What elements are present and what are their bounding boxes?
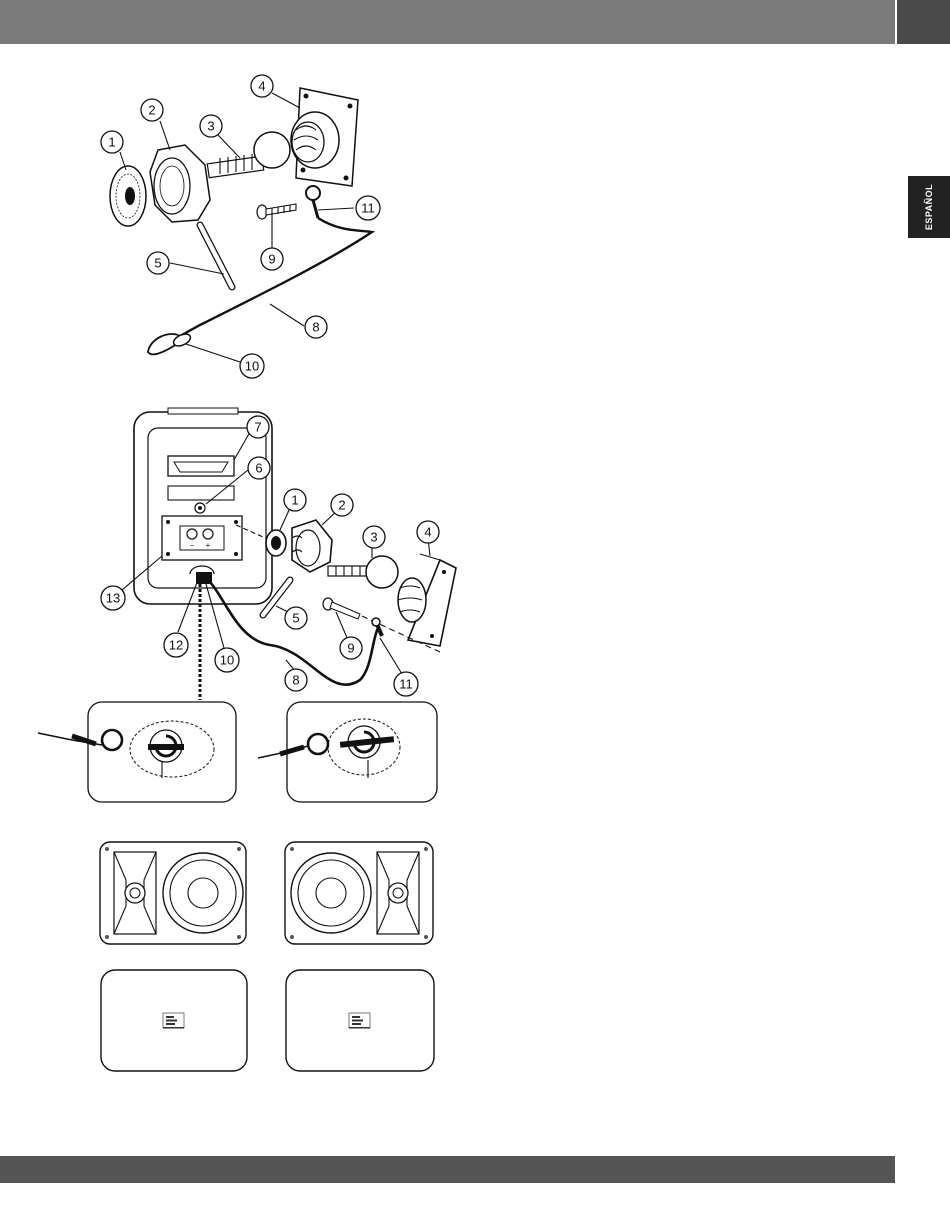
tether-detail-left bbox=[38, 702, 236, 802]
callout-10: 10 bbox=[240, 354, 264, 378]
svg-text:11: 11 bbox=[361, 201, 375, 216]
ball-stud-rear bbox=[328, 556, 398, 588]
terminal-plus-label: + bbox=[206, 541, 211, 550]
callout-5-rear: 5 bbox=[285, 607, 307, 629]
speaker-mounting-illustration: 1 2 3 4 5 8 9 10 11 − + bbox=[0, 44, 470, 1124]
callout-12: 12 bbox=[164, 633, 188, 657]
header-corner-block bbox=[897, 0, 950, 44]
svg-text:9: 9 bbox=[268, 252, 275, 267]
svg-text:10: 10 bbox=[220, 653, 234, 668]
ball-stud-part bbox=[207, 132, 290, 178]
callout-13: 13 bbox=[101, 586, 125, 610]
callout-3: 3 bbox=[200, 115, 222, 137]
svg-text:2: 2 bbox=[148, 103, 155, 118]
callout-2-rear: 2 bbox=[331, 494, 353, 516]
svg-text:3: 3 bbox=[370, 530, 377, 545]
screw-part bbox=[257, 204, 296, 219]
callout-11-rear: 11 bbox=[394, 672, 418, 696]
speaker-rear-assembly: − + bbox=[101, 408, 456, 700]
tether-detail-right bbox=[258, 702, 437, 802]
svg-text:7: 7 bbox=[254, 420, 261, 435]
callout-9-rear: 9 bbox=[340, 637, 362, 659]
callout-8: 8 bbox=[305, 316, 327, 338]
callout-9: 9 bbox=[261, 248, 283, 270]
callout-3-rear: 3 bbox=[363, 526, 385, 548]
svg-text:8: 8 bbox=[292, 673, 299, 688]
speaker-front-left bbox=[100, 842, 246, 944]
brand-badge-icon bbox=[163, 1013, 184, 1029]
knob-nut-part bbox=[150, 145, 210, 222]
callout-4-rear: 4 bbox=[417, 521, 439, 543]
svg-text:1: 1 bbox=[108, 135, 115, 150]
mounting-plate-rear bbox=[398, 554, 456, 646]
svg-text:10: 10 bbox=[245, 359, 259, 374]
mounting-plate-part bbox=[291, 88, 358, 186]
serrated-washer-rear bbox=[266, 530, 286, 556]
svg-text:11: 11 bbox=[399, 677, 413, 692]
svg-text:1: 1 bbox=[291, 493, 298, 508]
knob-rear bbox=[292, 520, 332, 572]
callout-6: 6 bbox=[248, 457, 270, 479]
speaker-front-right bbox=[285, 842, 433, 944]
callout-7: 7 bbox=[247, 416, 269, 438]
brand-badge-icon bbox=[349, 1013, 370, 1029]
language-tab[interactable]: ESPAÑOL bbox=[908, 176, 950, 238]
callout-11: 11 bbox=[356, 196, 380, 220]
svg-text:9: 9 bbox=[347, 641, 354, 656]
callout-4: 4 bbox=[251, 75, 273, 97]
serrated-washer-part bbox=[110, 166, 146, 226]
callout-8-rear: 8 bbox=[285, 669, 307, 691]
callout-5: 5 bbox=[147, 252, 169, 274]
language-tab-label: ESPAÑOL bbox=[924, 184, 934, 230]
terminal-minus-label: − bbox=[190, 541, 195, 550]
svg-text:2: 2 bbox=[338, 498, 345, 513]
svg-text:3: 3 bbox=[207, 119, 214, 134]
footer-bar bbox=[0, 1156, 895, 1183]
svg-text:4: 4 bbox=[258, 79, 265, 94]
callout-2: 2 bbox=[141, 99, 163, 121]
svg-text:13: 13 bbox=[106, 591, 120, 606]
speaker-grille-right bbox=[286, 970, 434, 1071]
speaker-grille-left bbox=[101, 970, 247, 1071]
svg-text:4: 4 bbox=[424, 525, 431, 540]
header-bar bbox=[0, 0, 895, 44]
svg-text:5: 5 bbox=[292, 611, 299, 626]
callout-1-rear: 1 bbox=[284, 489, 306, 511]
exploded-view-top: 1 2 3 4 5 8 9 10 11 bbox=[101, 75, 380, 378]
svg-text:8: 8 bbox=[312, 320, 319, 335]
svg-text:6: 6 bbox=[255, 461, 262, 476]
svg-text:5: 5 bbox=[154, 256, 161, 271]
callout-1: 1 bbox=[101, 131, 123, 153]
svg-text:12: 12 bbox=[169, 638, 183, 653]
callout-10-rear: 10 bbox=[215, 648, 239, 672]
